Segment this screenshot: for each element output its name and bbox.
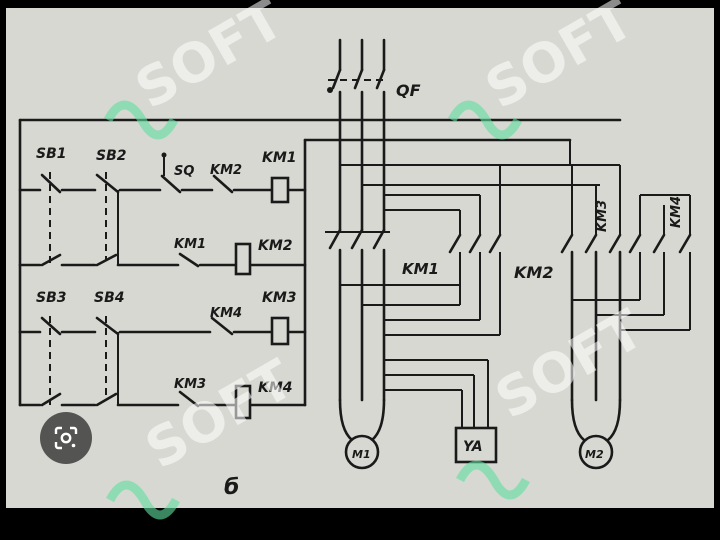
label-km1-power: KM1 — [402, 260, 439, 278]
label-km3-contact-row4: KM3 — [174, 377, 206, 392]
watermark-logo-2 — [448, 100, 522, 140]
label-km1-contact-row2: KM1 — [174, 237, 206, 252]
label-km4-vertical: KM4 — [669, 196, 684, 228]
km3-km4-main-contacts — [560, 233, 692, 254]
label-km4-contact-row3: KM4 — [210, 306, 242, 321]
label-m1: M1 — [352, 448, 371, 461]
power-supply-lines — [327, 38, 386, 232]
label-sb4: SB4 — [94, 290, 125, 306]
label-m2: M2 — [585, 448, 604, 461]
label-km3-vertical: KM3 — [595, 200, 610, 232]
control-row-3 — [18, 316, 307, 336]
lens-glyph — [54, 426, 78, 450]
watermark-logo-3 — [456, 460, 530, 500]
motor-m2 — [578, 434, 614, 470]
label-km4-coil: KM4 — [258, 380, 293, 396]
label-figure-letter: б — [224, 475, 239, 500]
power-taps — [340, 164, 691, 235]
label-km1-coil: KM1 — [262, 150, 297, 166]
label-km2-coil: KM2 — [258, 238, 293, 254]
label-sb1: SB1 — [36, 146, 67, 162]
label-sb2: SB2 — [96, 148, 127, 164]
coil-km3 — [270, 316, 290, 346]
watermark-logo-1 — [104, 100, 178, 140]
label-qf: QF — [396, 81, 421, 100]
label-km2-power: KM2 — [514, 263, 553, 282]
motor-m1 — [344, 434, 380, 470]
label-ya: YA — [463, 439, 483, 455]
watermark-logo-4 — [106, 480, 180, 520]
label-km2-contact-row1: KM2 — [210, 163, 242, 178]
coil-km2 — [234, 242, 252, 276]
button-links — [19, 172, 119, 405]
google-lens-icon[interactable] — [40, 412, 92, 464]
km1-main-contacts — [325, 228, 502, 254]
motor-feed-lines — [338, 248, 691, 428]
label-sq: SQ — [174, 164, 194, 179]
label-km3-coil: KM3 — [262, 290, 297, 306]
coil-km1 — [270, 176, 290, 204]
control-row-1 — [18, 152, 307, 194]
coil-km4 — [234, 384, 252, 420]
label-sb3: SB3 — [36, 290, 67, 306]
control-row-4 — [18, 390, 307, 408]
